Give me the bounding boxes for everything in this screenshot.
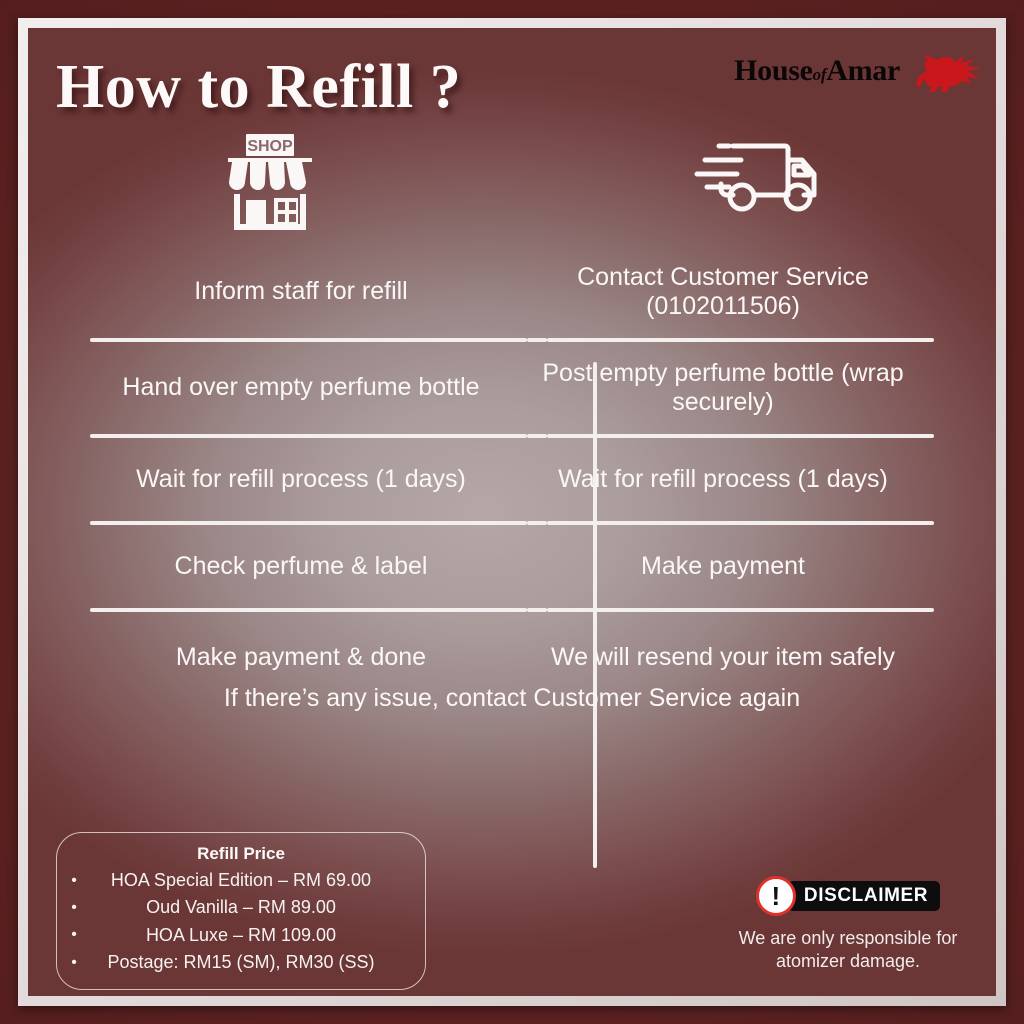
- bullet-icon: •: [71, 898, 77, 916]
- bullet-icon: •: [71, 926, 77, 944]
- disclaimer-block: ! DISCLAIMER We are only responsible for…: [718, 876, 978, 972]
- cell-delivery-step-3: Wait for refill process (1 days): [558, 464, 888, 493]
- list-item: • Oud Vanilla – RM 89.00: [57, 894, 425, 921]
- cell-walkin-step-2: Hand over empty perfume bottle: [122, 373, 480, 402]
- column-divider: [593, 362, 597, 868]
- refill-price-title: Refill Price: [197, 844, 285, 863]
- refill-price-box: Refill Price • HOA Special Edition – RM …: [56, 832, 426, 991]
- price-item-label: HOA Special Edition – RM 69.00: [110, 870, 372, 890]
- row-separator: [90, 434, 934, 438]
- brand-logo-amar: Amar: [826, 54, 900, 87]
- bullet-icon: •: [71, 953, 77, 971]
- cell-delivery-step-5: We will resend your item safely: [550, 643, 896, 672]
- price-item-label: Oud Vanilla – RM 89.00: [146, 897, 336, 918]
- table-row: Hand over empty perfume bottle Post empt…: [90, 342, 934, 434]
- price-item-label: HOA Luxe – RM 109.00: [145, 924, 337, 945]
- table-row: Make payment & done We will resend your …: [90, 612, 934, 704]
- list-item: • Postage: RM15 (SM), RM30 (SS): [57, 949, 425, 976]
- svg-text:SHOP: SHOP: [247, 138, 293, 155]
- brand-logo-house: House: [734, 54, 813, 87]
- row-separator: [90, 338, 934, 342]
- list-item: • HOA Special Edition – RM 69.00: [57, 867, 425, 894]
- cell-walkin-step-5: Make payment & done: [175, 643, 427, 672]
- price-item-label: Postage: RM15 (SM), RM30 (SS): [107, 952, 375, 973]
- disclaimer-badge: ! DISCLAIMER: [718, 876, 978, 916]
- refill-steps-table: Inform staff for refill Contact Customer…: [90, 246, 934, 868]
- channel-icons-row: SHOP: [28, 132, 996, 232]
- brand-logo-of: of: [812, 65, 827, 84]
- disclaimer-label: DISCLAIMER: [787, 880, 941, 912]
- shop-icon-cell: SHOP: [40, 132, 500, 232]
- page-title: How to Refill ?: [56, 53, 462, 121]
- row-separator: [90, 608, 934, 612]
- table-row: Check perfume & label Make payment: [90, 525, 934, 608]
- cell-walkin-step-1: Inform staff for refill: [194, 277, 408, 306]
- cell-walkin-step-4: Check perfume & label: [174, 551, 428, 580]
- table-row: Wait for refill process (1 days) Wait fo…: [90, 438, 934, 521]
- disclaimer-text: We are only responsible for atomizer dam…: [738, 928, 958, 971]
- list-item: • HOA Luxe – RM 109.00: [57, 922, 425, 949]
- footer-note: If there’s any issue, contact Customer S…: [223, 684, 801, 712]
- cell-delivery-step-1: Contact Customer Service (0102011506): [577, 262, 869, 320]
- shop-storefront-icon: SHOP: [228, 134, 312, 230]
- table-row: Inform staff for refill Contact Customer…: [90, 246, 934, 338]
- cell-delivery-step-4: Make payment: [641, 551, 805, 580]
- truck-icon-cell: [528, 132, 988, 218]
- pegasus-horse-icon: [916, 55, 980, 92]
- row-separator: [90, 521, 934, 525]
- exclamation-warning-icon: !: [755, 876, 796, 916]
- delivery-truck-icon: [694, 143, 817, 212]
- bullet-icon: •: [71, 871, 77, 889]
- cell-walkin-step-3: Wait for refill process (1 days): [136, 464, 466, 493]
- cell-delivery-step-2: Post empty perfume bottle (wrap securely…: [542, 358, 904, 416]
